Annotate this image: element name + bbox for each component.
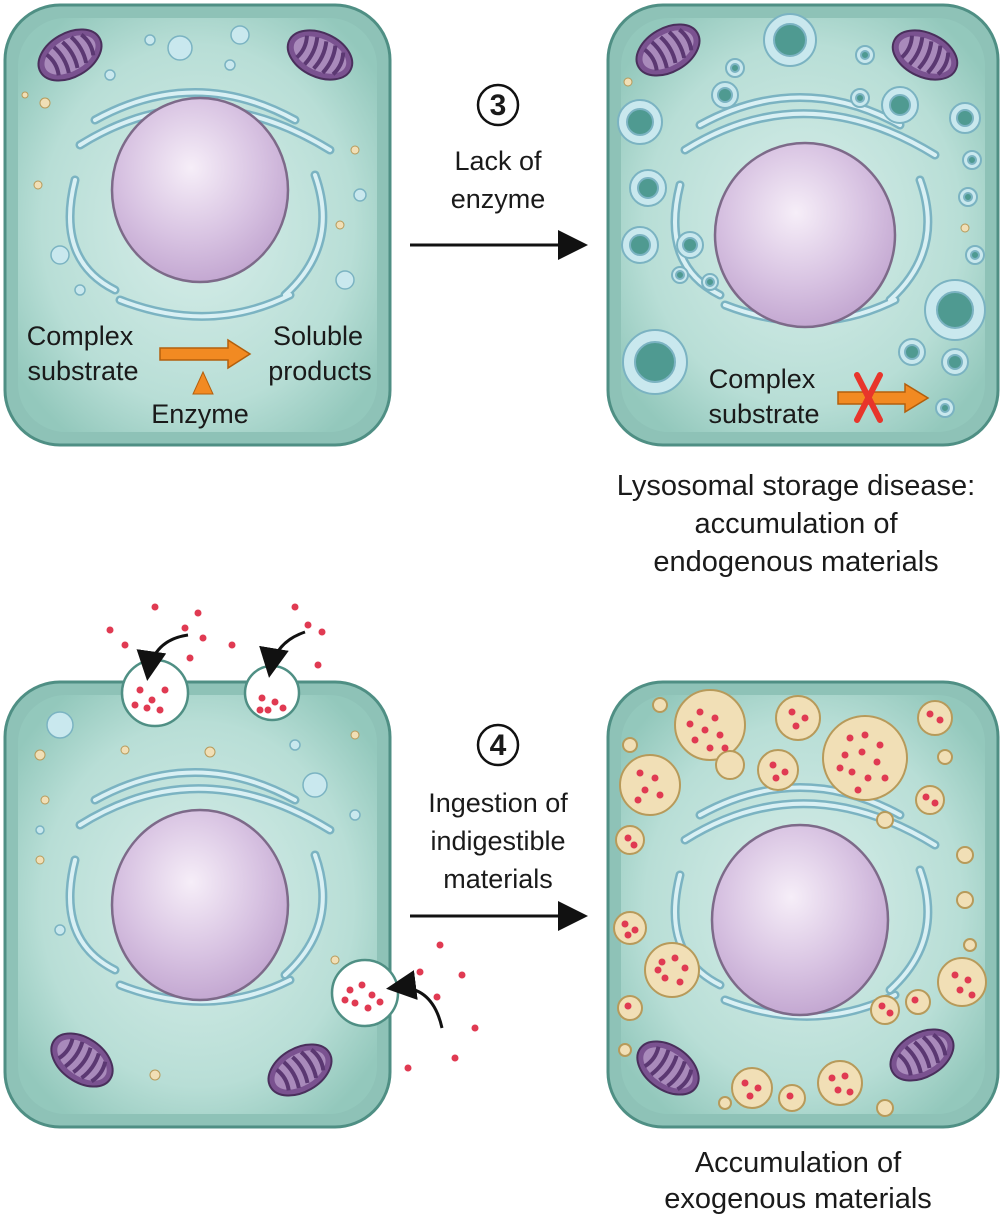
nucleus (710, 823, 890, 1017)
step-3-transition: 3 Lack of enzyme (410, 83, 588, 260)
step-4-label: Ingestion of (428, 788, 568, 818)
storage-lysosomes (617, 13, 986, 418)
exogenous-accumulation-cell (606, 680, 1000, 1129)
block-x-icon (854, 372, 883, 423)
blocked-reaction-arrow (837, 382, 930, 414)
endocytic-pit (120, 658, 190, 728)
storage-disease-cell: Complex substrate (606, 3, 1000, 447)
step-3-label: Lack of (454, 146, 542, 176)
step-3-label: enzyme (451, 184, 546, 214)
ingestion-arrows (136, 630, 444, 1029)
normal-cell: Complex substrate Soluble products Enzym… (3, 3, 392, 447)
substrate-label: substrate (27, 356, 138, 386)
products-label: products (268, 356, 372, 386)
step-4-label: indigestible (430, 826, 565, 856)
endocytic-pit (243, 664, 301, 722)
svg-text:4: 4 (490, 729, 507, 762)
step-4-transition: 4 Ingestion of indigestible materials (410, 723, 588, 931)
svg-text:3: 3 (490, 89, 507, 122)
caption-endogenous: Lysosomal storage disease: (617, 470, 975, 502)
substrate-label: Complex (27, 321, 134, 351)
step-4-badge (476, 723, 520, 767)
vesicles (50, 25, 367, 296)
nucleus (110, 96, 290, 284)
products-label: Soluble (273, 321, 363, 351)
enzyme-reaction-arrow (159, 338, 252, 370)
substrate-label: substrate (708, 399, 819, 429)
step-3-badge (476, 83, 520, 127)
nucleus (110, 808, 290, 1002)
caption-endogenous: accumulation of (694, 508, 898, 540)
ingesting-cell (3, 658, 400, 1129)
substrate-label: Complex (709, 364, 816, 394)
caption-exogenous: Accumulation of (695, 1147, 902, 1179)
enzyme-triangle (192, 370, 214, 395)
external-particles (106, 603, 479, 1072)
enzyme-label: Enzyme (151, 399, 249, 429)
step-4-label: materials (443, 864, 553, 894)
caption-exogenous: exogenous materials (664, 1183, 932, 1215)
endocytic-pit (330, 958, 400, 1028)
nucleus (713, 141, 897, 329)
accumulated-particles (621, 708, 976, 1100)
caption-endogenous: endogenous materials (653, 546, 938, 578)
